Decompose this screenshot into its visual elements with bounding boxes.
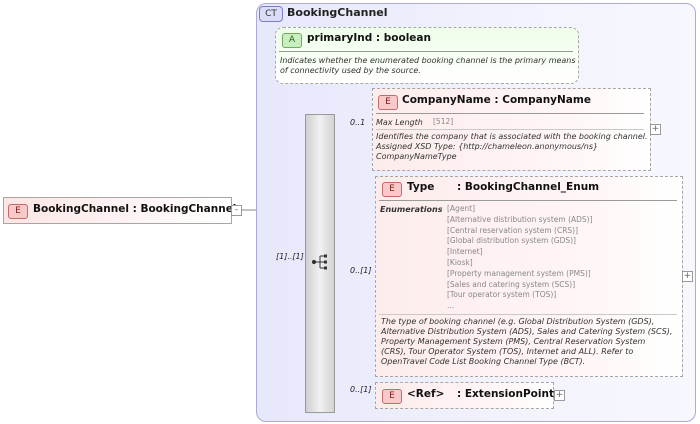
type-title[interactable]: Type	[407, 181, 434, 193]
root-element-badge: E	[8, 204, 28, 219]
company-name-facet-value: [512]	[433, 117, 454, 126]
attribute-doc: Indicates whether the enumerated booking…	[280, 56, 576, 76]
root-element-title[interactable]: BookingChannel : BookingChannel	[33, 203, 236, 215]
type-enum-divider	[379, 314, 677, 315]
enumeration-item: [Property management system (PMS)]	[447, 268, 591, 278]
root-element-type: BookingChannel	[140, 203, 237, 215]
company-name-doc-line: Assigned XSD Type: {http://chameleon.ano…	[376, 142, 599, 151]
enumeration-item: [Kiosk]	[447, 257, 473, 267]
attribute-name: primaryInd	[307, 32, 373, 44]
type-element-box[interactable]	[375, 176, 683, 377]
type-type: BookingChannel_Enum	[464, 181, 600, 193]
extension-point-title: : ExtensionPoint	[457, 388, 554, 400]
attribute-doc-line: Indicates whether the enumerated booking…	[280, 56, 576, 65]
complex-type-title: BookingChannel	[287, 6, 388, 19]
extension-point-type-sep: :	[457, 388, 462, 400]
enumeration-item: [Sales and catering system (SCS)]	[447, 279, 576, 289]
company-name-title[interactable]: CompanyName : CompanyName	[402, 94, 591, 106]
type-doc-line: The type of booking channel (e.g. Global…	[381, 317, 655, 326]
enumeration-item: [Tour operator system (TOS)]	[447, 290, 557, 300]
collapse-icon[interactable]: -	[231, 205, 242, 216]
complex-type-badge: CT	[259, 6, 283, 22]
attribute-type: boolean	[383, 32, 431, 44]
company-name-divider	[376, 113, 644, 114]
attribute-doc-line: of connectivity used by the source.	[280, 66, 421, 75]
extension-point-element-box[interactable]	[375, 382, 554, 409]
expand-icon[interactable]: +	[554, 390, 565, 401]
type-type-sep: :	[457, 181, 462, 193]
root-element-box[interactable]	[3, 197, 232, 224]
attribute-type-sep: :	[375, 32, 381, 44]
enumeration-item: [Global distribution system (GDS)]	[447, 236, 576, 246]
extension-point-type: ExtensionPoint	[464, 388, 554, 400]
expand-icon[interactable]: +	[682, 271, 693, 282]
type-multiplicity: 0..[1]	[350, 266, 372, 275]
root-element-type-sep: :	[132, 203, 137, 215]
type-doc-line: OpenTravel Code List Booking Channel Typ…	[381, 357, 586, 366]
company-name-doc-line: Identifies the company that is associate…	[376, 132, 648, 141]
type-enumerations: [Agent] [Alternative distribution system…	[447, 204, 593, 312]
type-doc: The type of booking channel (e.g. Global…	[381, 317, 672, 367]
attribute-box[interactable]	[275, 27, 579, 84]
sequence-icon	[311, 254, 327, 270]
enumeration-item: [Central reservation system (CRS)]	[447, 225, 579, 235]
extension-point-badge: E	[382, 389, 402, 404]
extension-point-ref[interactable]: <Ref>	[407, 388, 445, 400]
company-name-facet-divider	[376, 129, 644, 130]
company-name-doc-line: CompanyNameType	[376, 152, 457, 161]
type-badge: E	[382, 182, 402, 197]
attribute-title[interactable]: primaryInd : boolean	[307, 32, 431, 44]
sequence-multiplicity: [1]..[1]	[276, 252, 304, 261]
enumeration-item: [Alternative distribution system (ADS)]	[447, 214, 593, 224]
company-name-facet-label: Max Length	[376, 118, 423, 127]
company-name-type: CompanyName	[502, 94, 591, 106]
enumeration-item: ...	[447, 301, 455, 311]
type-name: Type	[407, 181, 435, 193]
company-name-multiplicity: 0..1	[350, 118, 366, 127]
attribute-divider	[279, 51, 573, 52]
expand-icon[interactable]: +	[650, 124, 661, 135]
attribute-badge: A	[282, 33, 302, 48]
type-type-title: : BookingChannel_Enum	[457, 181, 599, 193]
company-name-badge: E	[378, 95, 398, 110]
type-doc-line: (CRS), Tour Operator System (TOS), Inter…	[381, 347, 634, 356]
extension-point-multiplicity: 0..[1]	[350, 385, 372, 394]
type-divider	[379, 200, 677, 201]
type-doc-line: Alternative Distribution System (ADS), S…	[381, 327, 673, 336]
company-name-doc: Identifies the company that is associate…	[376, 132, 648, 162]
type-enum-label: Enumerations	[380, 205, 443, 214]
root-element-name: BookingChannel	[33, 203, 129, 215]
enumeration-item: [Internet]	[447, 247, 483, 257]
enumeration-item: [Agent]	[447, 204, 476, 213]
type-doc-line: Property Management System (PMS), Centra…	[381, 337, 646, 346]
company-name-type-sep: :	[494, 94, 499, 106]
company-name-name: CompanyName	[402, 94, 491, 106]
